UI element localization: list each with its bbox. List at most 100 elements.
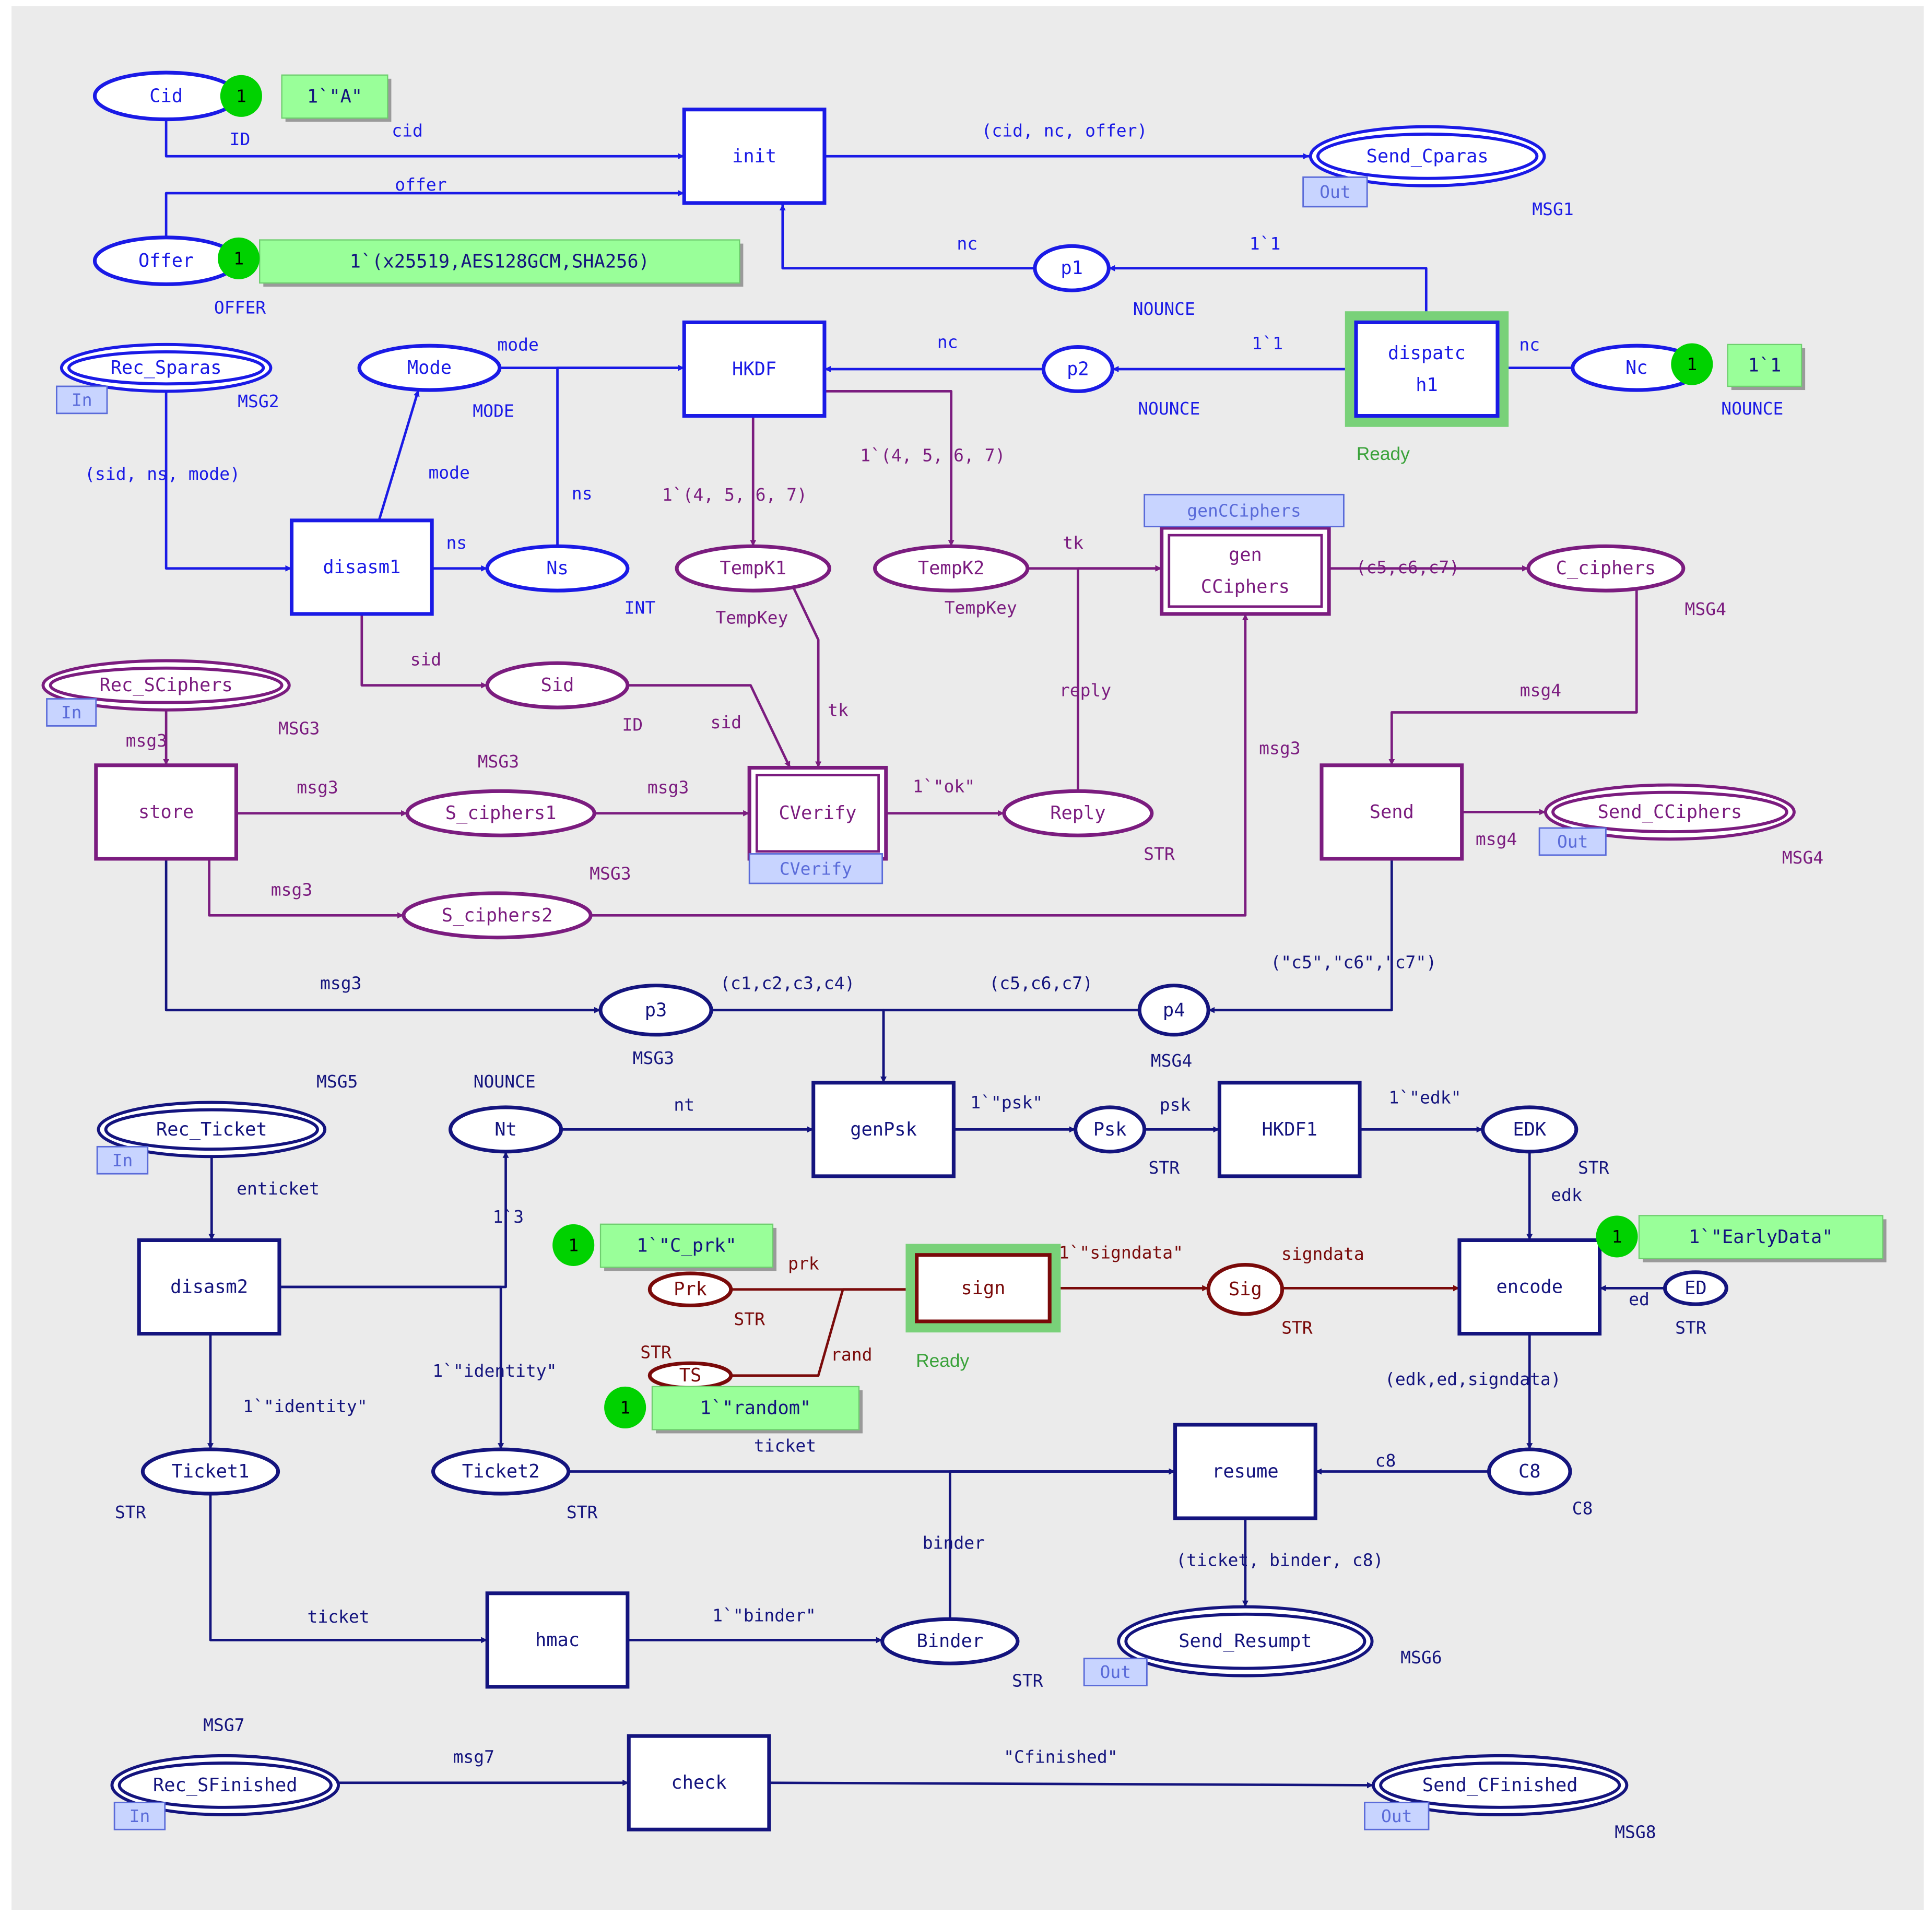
arc-t1-hmac[interactable] <box>209 1493 488 1644</box>
arc-offer-init[interactable] <box>164 190 685 238</box>
place-ed[interactable]: ED <box>1663 1270 1728 1306</box>
marking-ts: 1`"random"1 <box>604 1386 863 1434</box>
transition-hmac[interactable]: hmac <box>485 1591 630 1689</box>
arc-store-p3[interactable] <box>164 858 601 1013</box>
transition-send[interactable]: Send <box>1320 763 1464 861</box>
arc-dis-mode[interactable] <box>378 389 420 521</box>
place-nt[interactable]: Nt <box>448 1105 563 1154</box>
arc-dis2-t2[interactable] <box>279 1285 504 1450</box>
place-c_ciphers[interactable]: C_ciphers <box>1526 544 1686 593</box>
transition-gen[interactable]: genCCiphers <box>1160 526 1331 616</box>
place-p3[interactable]: p3 <box>598 984 713 1037</box>
transition-store[interactable]: store <box>94 763 239 861</box>
arc-sid-cv[interactable] <box>627 684 792 769</box>
subpage-tag-cverify[interactable]: CVerify <box>748 853 883 884</box>
place-send_cparas[interactable]: Send_Cparas <box>1309 125 1546 187</box>
arc-send-p4[interactable] <box>1208 858 1393 1013</box>
place-inner-ring <box>1379 1762 1621 1809</box>
transition-hkdf[interactable]: HKDF <box>682 320 827 418</box>
place-c8[interactable]: C8 <box>1487 1447 1572 1496</box>
arc-label-p4-genpsk: (c5,c6,c7) <box>989 973 1093 993</box>
place-name: C8 <box>1518 1461 1541 1482</box>
transition-disasm1[interactable]: disasm1 <box>289 518 434 616</box>
place-name: Ns <box>546 558 569 579</box>
place-prk[interactable]: Prk <box>647 1271 733 1307</box>
arc-ts-sign[interactable] <box>731 1286 917 1377</box>
arc-reply-gen[interactable] <box>1077 565 1162 791</box>
arc-ns-hkdf[interactable] <box>556 364 685 547</box>
arc-dis-sid[interactable] <box>360 613 488 689</box>
place-p4[interactable]: p4 <box>1137 984 1210 1037</box>
place-ring <box>1206 1263 1285 1316</box>
place-reply[interactable]: Reply <box>1002 789 1154 837</box>
arc-binder-resume[interactable] <box>948 1468 1175 1620</box>
place-rec_sfinished[interactable]: Rec_SFinished <box>110 1754 340 1816</box>
place-send_resumpt[interactable]: Send_Resumpt <box>1117 1605 1374 1677</box>
transition-box <box>627 1734 771 1831</box>
arc-check-sendcf[interactable] <box>769 1781 1373 1789</box>
arc-label-init-sendc: (cid, nc, offer) <box>982 120 1148 140</box>
place-inner-ring <box>1551 790 1788 834</box>
place-edk[interactable]: EDK <box>1481 1105 1578 1154</box>
transition-resume[interactable]: resume <box>1173 1423 1317 1520</box>
place-name: Sid <box>541 675 574 696</box>
place-p1[interactable]: p1 <box>1033 244 1111 292</box>
transition-encode[interactable]: encode <box>1457 1238 1602 1336</box>
arc-disp-p1[interactable] <box>1109 265 1428 323</box>
subpage-tag-gen[interactable]: genCCiphers <box>1144 493 1345 528</box>
place-rec_ticket[interactable]: Rec_Ticket <box>97 1101 327 1159</box>
arc-cid-init[interactable] <box>164 119 685 160</box>
marking-box <box>1638 1215 1883 1259</box>
arc-cc-send[interactable] <box>1388 589 1638 765</box>
transition-hkdf1[interactable]: HKDF1 <box>1217 1081 1362 1178</box>
place-rec_sparas[interactable]: Rec_Sparas <box>60 342 273 393</box>
place-offer[interactable]: Offer <box>92 235 240 286</box>
arc-s2-gen[interactable] <box>591 613 1248 917</box>
transition-disasm2[interactable]: disasm2 <box>137 1238 281 1336</box>
arc-store-s2[interactable] <box>208 858 404 919</box>
place-mode[interactable]: Mode <box>357 344 502 392</box>
place-sig[interactable]: Sig <box>1206 1263 1285 1316</box>
place-tempk1[interactable]: TempK1 <box>675 544 831 593</box>
place-name: S_ciphers1 <box>445 802 557 824</box>
place-p2[interactable]: p2 <box>1041 345 1114 393</box>
place-ticket2[interactable]: Ticket2 <box>431 1447 571 1496</box>
arc-label-p1-init: nc <box>957 233 977 254</box>
place-rec_sciphers[interactable]: Rec_SCiphers <box>41 659 291 712</box>
arc-tk1-cv[interactable] <box>792 587 822 768</box>
token-count-badge <box>220 75 262 117</box>
place-send_cciphers[interactable]: Send_CCiphers <box>1544 783 1796 841</box>
place-s_ciphers2[interactable]: S_ciphers2 <box>402 891 593 940</box>
place-type-ed: STR <box>1675 1317 1706 1338</box>
place-tempk2[interactable]: TempK2 <box>873 544 1030 593</box>
place-ts[interactable]: TS <box>647 1361 733 1390</box>
place-s_ciphers1[interactable]: S_ciphers1 <box>405 789 596 837</box>
place-ns[interactable]: Ns <box>485 544 630 593</box>
place-name: EDK <box>1513 1119 1547 1140</box>
transition-sign[interactable]: sign <box>905 1244 1061 1333</box>
place-outer-ring <box>97 1101 327 1159</box>
place-inner-ring <box>117 1762 333 1809</box>
place-sid[interactable]: Sid <box>485 661 630 710</box>
place-ticket1[interactable]: Ticket1 <box>140 1447 280 1496</box>
place-name: TempK1 <box>720 558 786 579</box>
arc-label-nt-genpsk: nt <box>674 1095 694 1115</box>
arc-p1-init[interactable] <box>779 204 1035 270</box>
arc-recsp-dis[interactable] <box>164 391 292 572</box>
transition-init[interactable]: init <box>682 108 827 205</box>
place-psk[interactable]: Psk <box>1074 1105 1147 1154</box>
place-cid[interactable]: Cid <box>92 70 240 122</box>
transition-check[interactable]: check <box>627 1734 771 1831</box>
transition-cverify[interactable]: CVerify <box>747 765 888 861</box>
arc-hkdf-tk2[interactable] <box>824 390 955 547</box>
arc-p4-genpsk[interactable] <box>880 1009 1140 1083</box>
place-send_cfinished[interactable]: Send_CFinished <box>1372 1754 1629 1816</box>
transition-genpsk[interactable]: genPsk <box>811 1081 956 1178</box>
place-binder[interactable]: Binder <box>880 1617 1020 1665</box>
place-type-tempk2: TempKey <box>945 598 1017 618</box>
transition-box <box>1160 526 1331 616</box>
marking-box <box>599 1223 774 1268</box>
port-tag-label: Out <box>1381 1806 1412 1826</box>
